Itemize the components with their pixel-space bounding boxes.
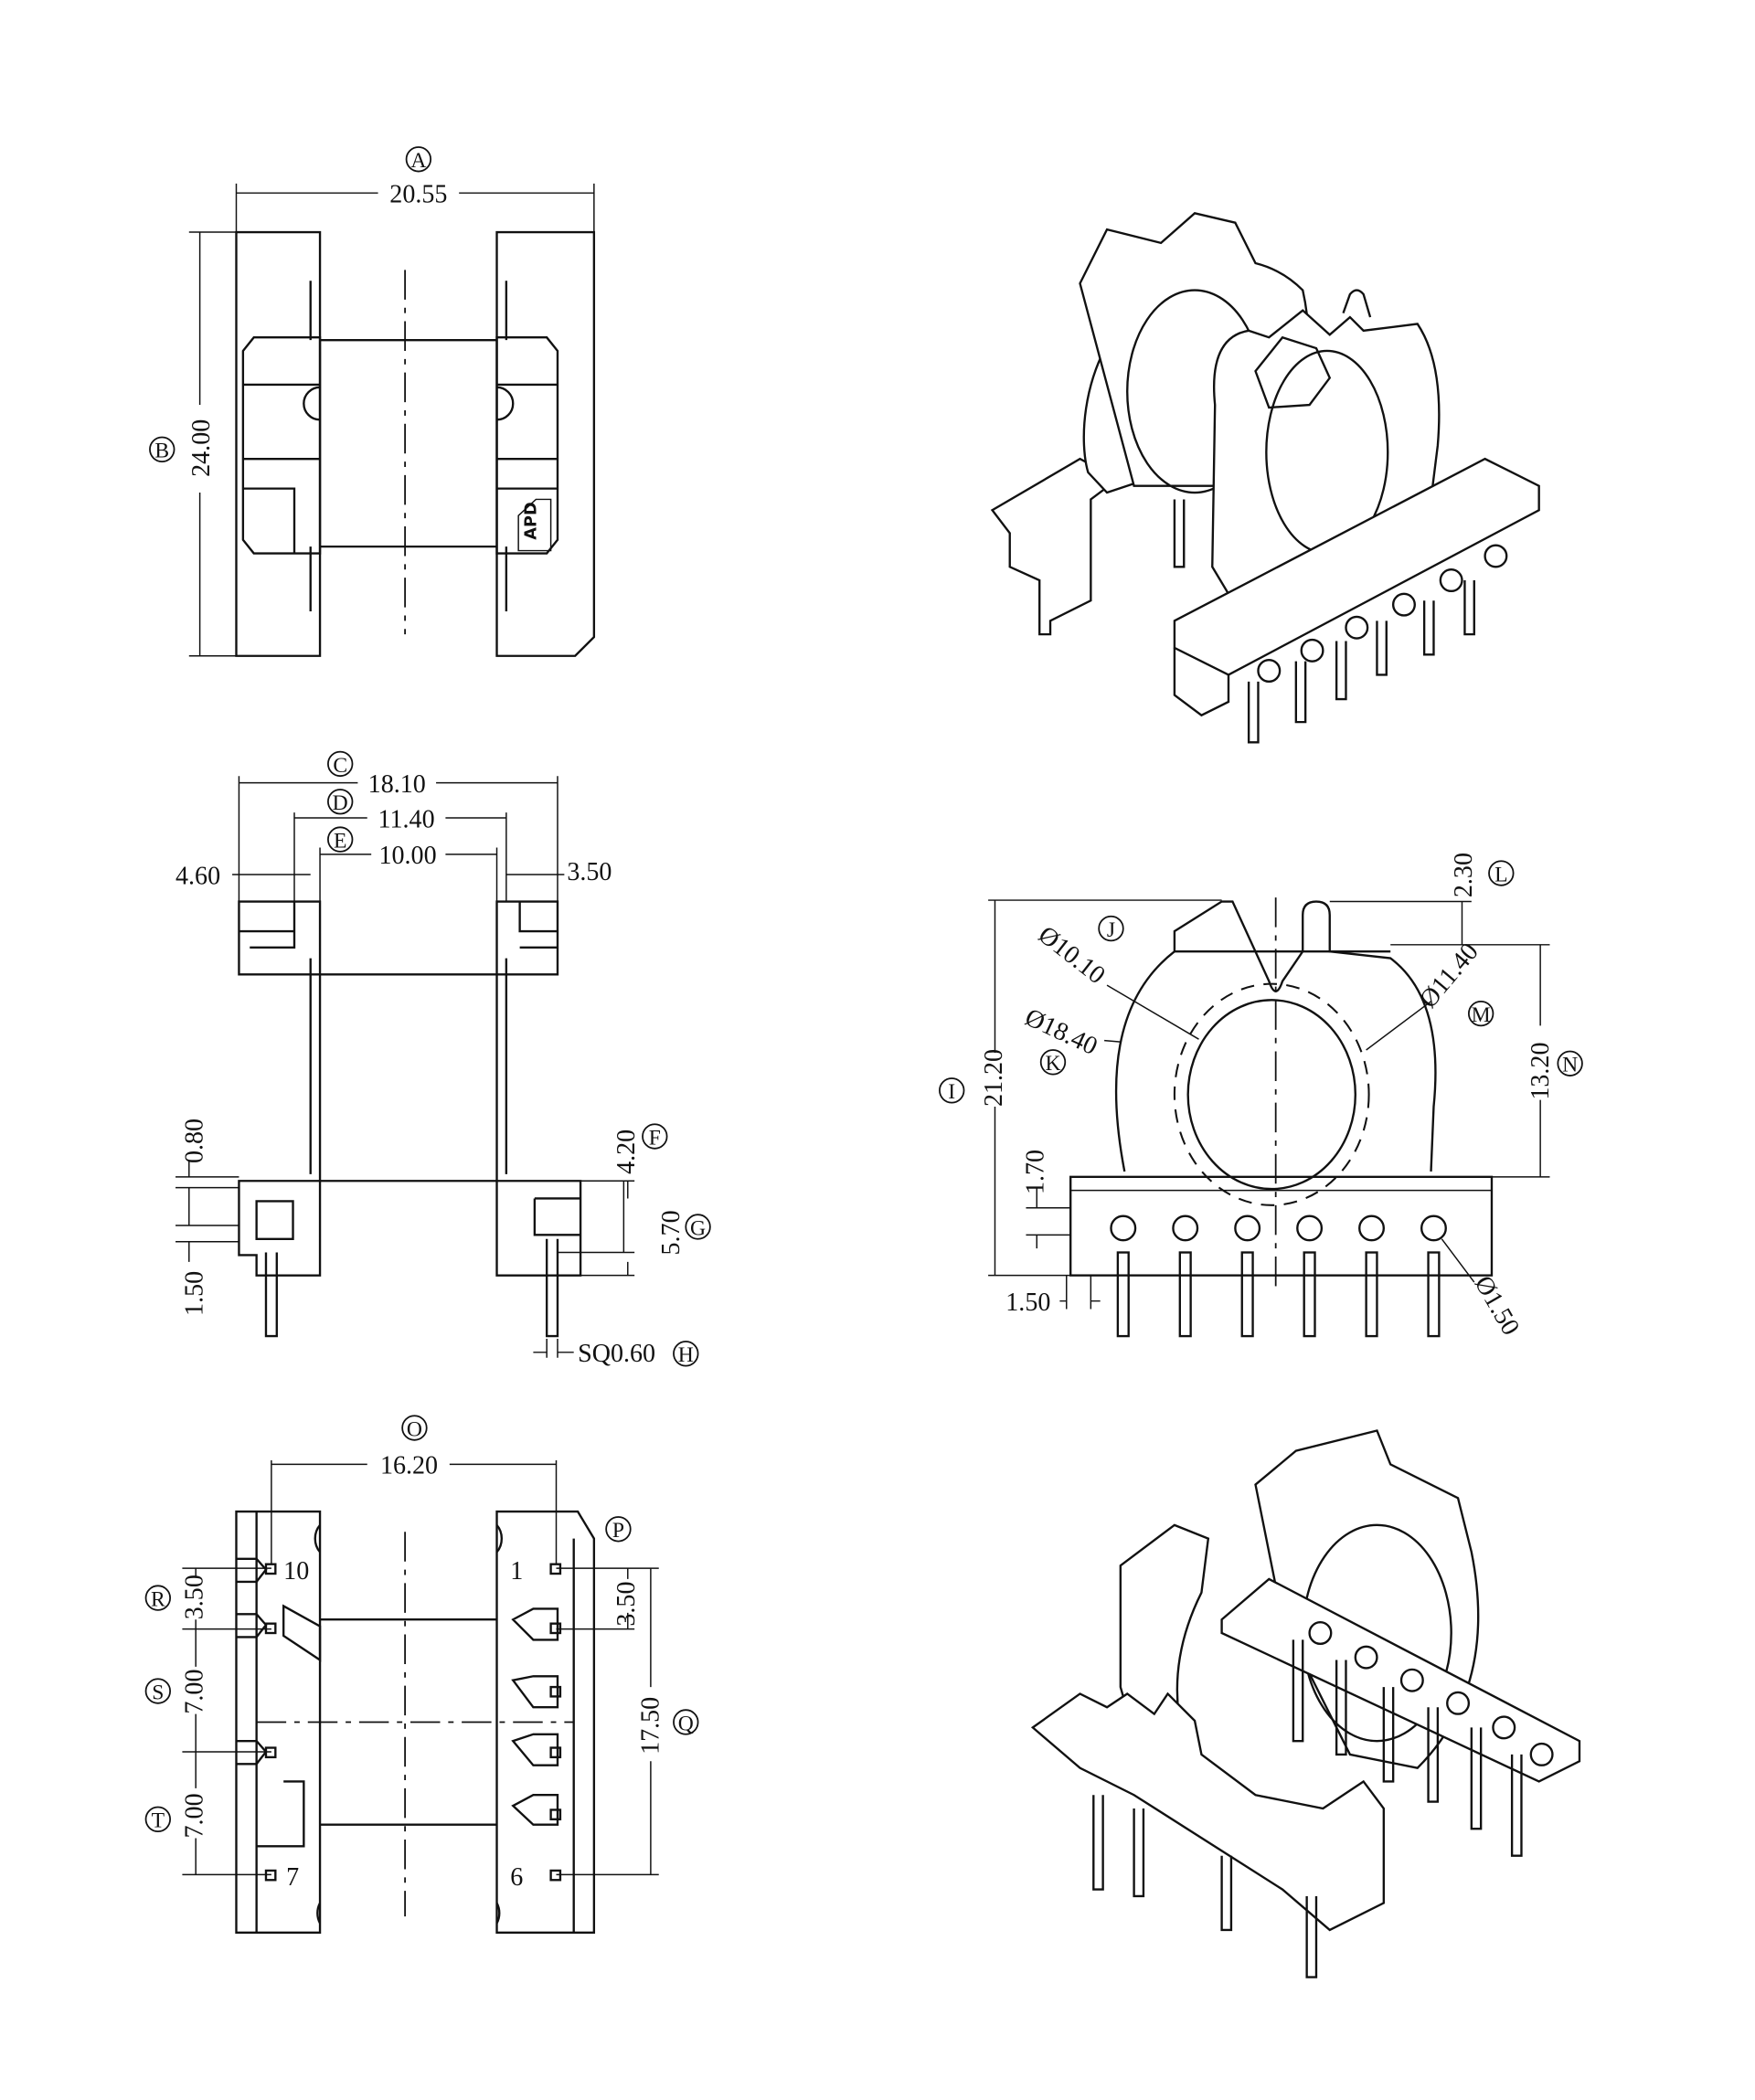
dim-q: 17.50 [637, 1697, 665, 1755]
label-c: C [333, 754, 347, 778]
bottom-view: 10 1 7 6 O 16.20 P 3.50 17.50 Q 3.50 R 7… [144, 1415, 699, 1935]
label-a: A [410, 149, 426, 173]
dim-l: 2.30 [1450, 853, 1478, 897]
label-l: L [1494, 863, 1507, 886]
side-view: C 18.10 D 11.40 E 10.00 4.60 3.50 0.80 1… [176, 750, 711, 1368]
label-n: N [1562, 1054, 1578, 1077]
label-d: D [333, 791, 348, 815]
dim-c: 18.10 [368, 770, 426, 799]
dim-s: 7.00 [181, 1670, 209, 1714]
dim-f: 4.20 [612, 1130, 641, 1174]
label-j: J [1107, 918, 1115, 942]
dim-base-height: 1.70 [1022, 1150, 1050, 1194]
apd-logo: APD [522, 502, 540, 539]
dim-h: SQ0.60 [578, 1340, 655, 1368]
dim-base-step: 0.80 [181, 1119, 209, 1163]
isometric-view-top [990, 212, 1540, 744]
label-s: S [152, 1681, 164, 1704]
dim-right-flange: 3.50 [567, 858, 612, 886]
dim-e: 10.00 [378, 842, 436, 870]
label-m: M [1472, 1003, 1491, 1027]
iso-pins-bottom [1092, 1621, 1554, 1978]
pin-label-7: 7 [286, 1863, 299, 1892]
dim-b: 24.00 [187, 419, 216, 477]
dim-g: 5.70 [657, 1210, 686, 1255]
front-view: 21.20 I J Ø10.10 Ø18.40 K 2.30 L Ø11.40 … [939, 853, 1583, 1341]
label-q: Q [678, 1712, 694, 1735]
dim-i: 21.20 [980, 1049, 1008, 1107]
dim-t: 7.00 [181, 1793, 209, 1838]
dim-r: 3.50 [181, 1575, 209, 1619]
dim-a: 20.55 [389, 181, 447, 209]
dim-o: 16.20 [380, 1452, 438, 1480]
label-r: R [151, 1587, 165, 1611]
label-k: K [1045, 1052, 1060, 1076]
dim-n: 13.20 [1526, 1043, 1555, 1100]
pin-label-10: 10 [283, 1557, 309, 1586]
label-g: G [690, 1216, 706, 1240]
label-i: I [948, 1080, 955, 1104]
pin-label-6: 6 [510, 1863, 523, 1892]
label-t: T [152, 1809, 165, 1833]
dim-d: 11.40 [378, 805, 435, 833]
isometric-view-bottom [1030, 1429, 1581, 1978]
dim-r-right: 3.50 [612, 1582, 641, 1627]
pin-label-1: 1 [510, 1557, 523, 1586]
label-p: P [612, 1519, 624, 1543]
dim-left-flange: 4.60 [176, 862, 220, 890]
pin-row [1110, 1214, 1447, 1338]
dim-m: Ø11.40 [1414, 938, 1484, 1013]
label-o: O [407, 1417, 422, 1441]
label-e: E [334, 829, 346, 853]
dim-base-edge: 1.50 [1005, 1289, 1050, 1317]
top-view: APD A 20.55 24.00 B [149, 146, 596, 657]
dim-pin-dia: Ø1.50 [1469, 1271, 1526, 1341]
label-f: F [649, 1126, 661, 1150]
iso-pins [1247, 544, 1508, 744]
label-h: H [678, 1343, 694, 1367]
label-b: B [154, 440, 169, 463]
dim-base-offset: 1.50 [181, 1271, 209, 1316]
